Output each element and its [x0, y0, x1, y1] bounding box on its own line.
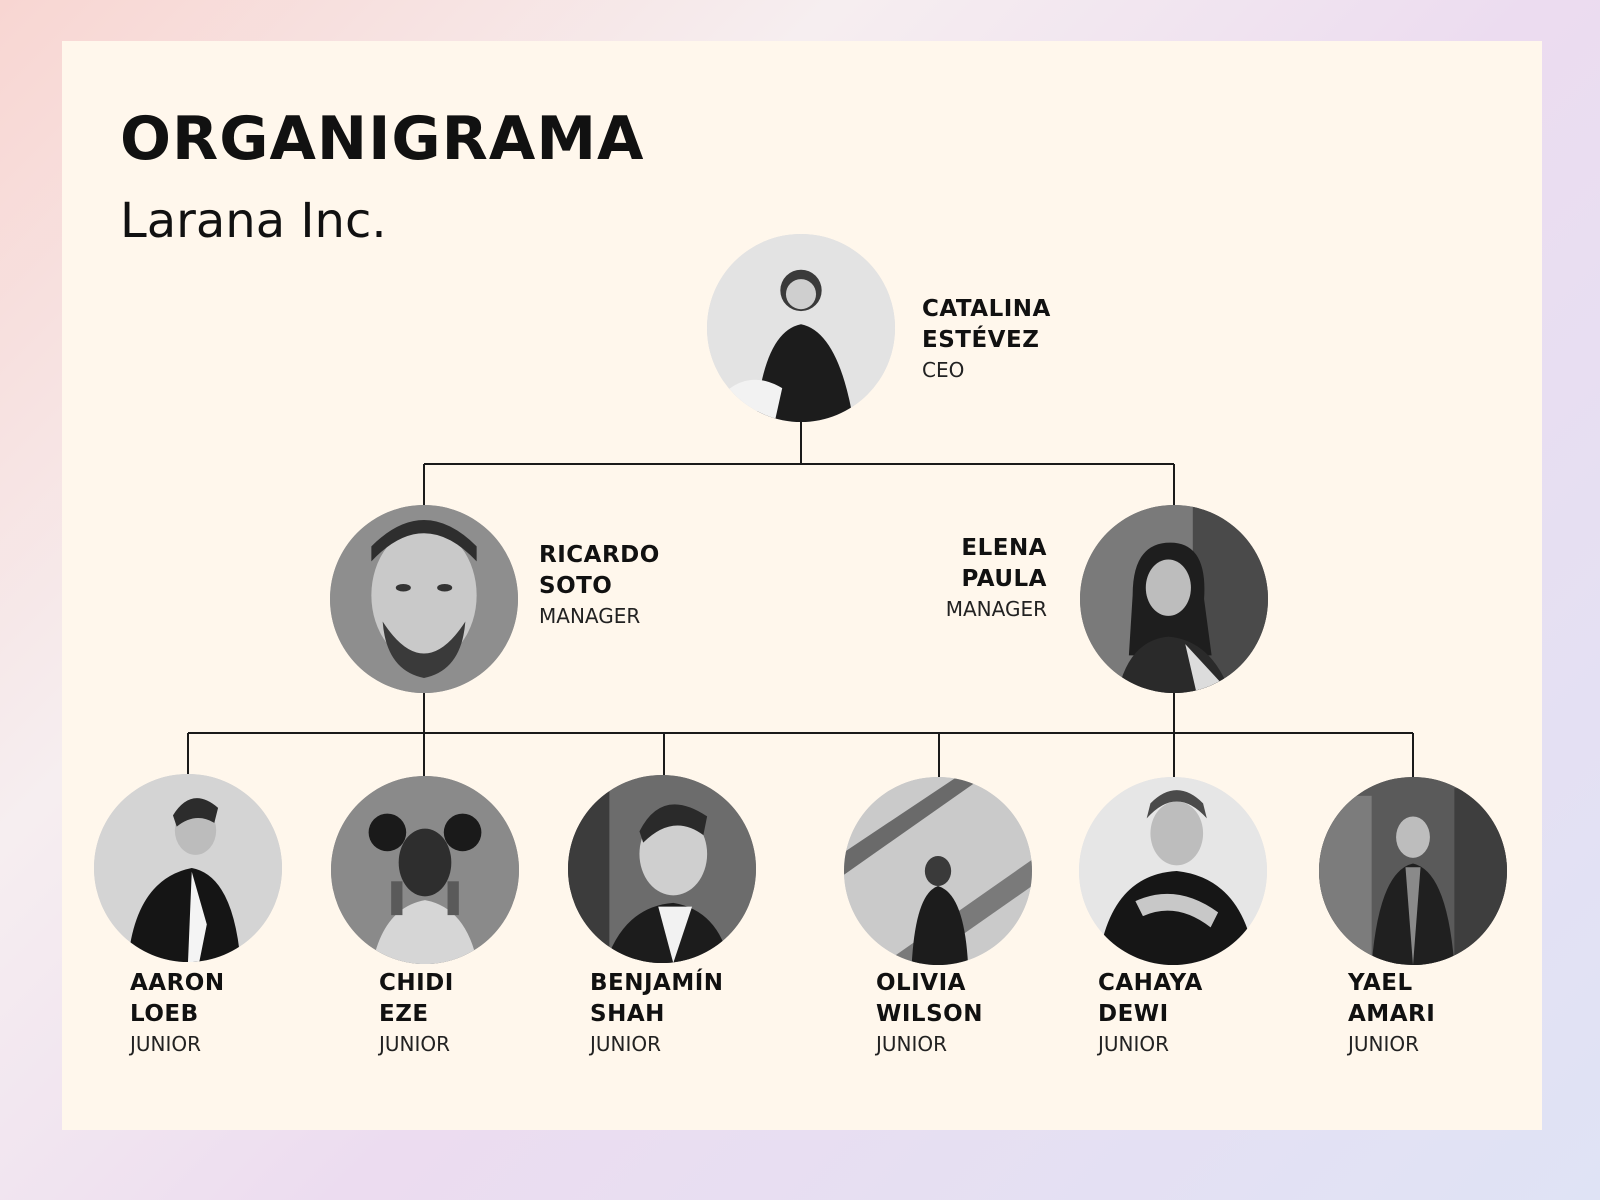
person-photo-icon — [1079, 777, 1267, 965]
label-olivia-wilson: OLIVIA WILSON JUNIOR — [876, 970, 983, 1056]
person-last-name: SHAH — [590, 1001, 665, 1027]
person-role: CEO — [922, 358, 965, 382]
person-last-name: DEWI — [1098, 1001, 1169, 1027]
label-catalina-estevez: CATALINA ESTÉVEZ CEO — [922, 296, 1051, 382]
photo-aaron-loeb — [94, 774, 282, 962]
person-first-name: RICARDO — [539, 542, 660, 568]
company-name: Larana Inc. — [120, 193, 387, 249]
person-role: MANAGER — [945, 597, 1047, 621]
photo-olivia-wilson — [844, 777, 1032, 965]
person-first-name: CAHAYA — [1098, 970, 1203, 996]
person-last-name: ESTÉVEZ — [922, 327, 1040, 353]
person-first-name: YAEL — [1348, 970, 1413, 996]
label-ricardo-soto: RICARDO SOTO MANAGER — [539, 542, 660, 628]
photo-cahaya-dewi — [1079, 777, 1267, 965]
label-aaron-loeb: AARON LOEB JUNIOR — [130, 970, 225, 1056]
person-photo-icon — [330, 505, 518, 693]
person-role: JUNIOR — [1098, 1032, 1170, 1056]
org-chart-card: ORGANIGRAMA Larana Inc. CATALINA ES — [62, 41, 1542, 1130]
person-first-name: OLIVIA — [876, 970, 966, 996]
person-photo-icon — [844, 777, 1032, 965]
page-title: ORGANIGRAMA — [120, 104, 645, 174]
photo-elena-paula — [1080, 505, 1268, 693]
person-last-name: PAULA — [961, 566, 1047, 592]
person-last-name: LOEB — [130, 1001, 199, 1027]
connector-lines — [187, 416, 1414, 818]
person-last-name: WILSON — [876, 1001, 983, 1027]
person-role: JUNIOR — [1348, 1032, 1420, 1056]
label-benjamin-shah: BENJAMÍN SHAH JUNIOR — [590, 970, 724, 1056]
person-last-name: AMARI — [1348, 1001, 1436, 1027]
person-first-name: CHIDI — [379, 970, 454, 996]
person-role: JUNIOR — [590, 1032, 662, 1056]
person-photo-icon — [331, 776, 519, 964]
label-elena-paula: ELENA PAULA MANAGER — [945, 535, 1047, 621]
person-photo-icon — [1080, 505, 1268, 693]
person-last-name: SOTO — [539, 573, 613, 599]
person-first-name: ELENA — [961, 535, 1047, 561]
person-first-name: CATALINA — [922, 296, 1051, 322]
person-role: JUNIOR — [130, 1032, 202, 1056]
person-role: JUNIOR — [876, 1032, 948, 1056]
label-yael-amari: YAEL AMARI JUNIOR — [1348, 970, 1436, 1056]
label-cahaya-dewi: CAHAYA DEWI JUNIOR — [1098, 970, 1203, 1056]
person-photo-icon — [94, 774, 282, 962]
person-photo-icon — [1319, 777, 1507, 965]
person-first-name: BENJAMÍN — [590, 970, 724, 996]
label-chidi-eze: CHIDI EZE JUNIOR — [379, 970, 454, 1056]
photo-ricardo-soto — [330, 505, 518, 693]
person-photo-icon — [568, 775, 756, 963]
person-role: MANAGER — [539, 604, 641, 628]
person-role: JUNIOR — [379, 1032, 451, 1056]
person-first-name: AARON — [130, 970, 225, 996]
photo-benjamin-shah — [568, 775, 756, 963]
person-photo-icon — [707, 234, 895, 422]
photo-yael-amari — [1319, 777, 1507, 965]
photo-chidi-eze — [331, 776, 519, 964]
person-last-name: EZE — [379, 1001, 429, 1027]
photo-catalina-estevez — [707, 234, 895, 422]
